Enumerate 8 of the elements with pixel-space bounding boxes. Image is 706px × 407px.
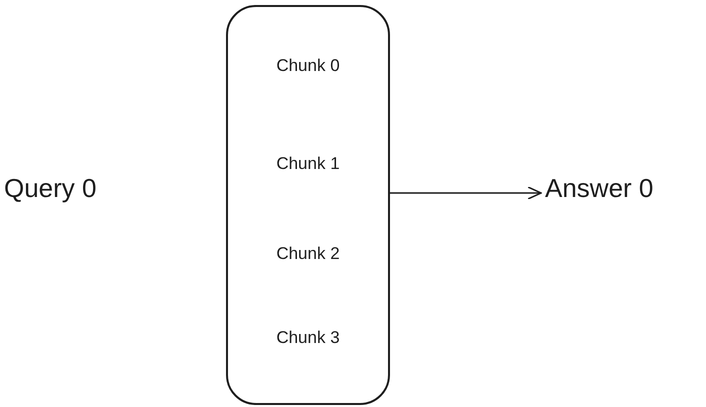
answer-text: Answer 0 [545,172,654,204]
chunk-label: Chunk 3 [275,327,341,349]
query-text: Query 0 [4,172,96,204]
chunk-label: Chunk 0 [275,55,341,77]
chunk-container [226,5,390,405]
chunk-label: Chunk 1 [275,153,341,175]
arrow [390,186,542,200]
chunk-label: Chunk 2 [275,243,341,265]
